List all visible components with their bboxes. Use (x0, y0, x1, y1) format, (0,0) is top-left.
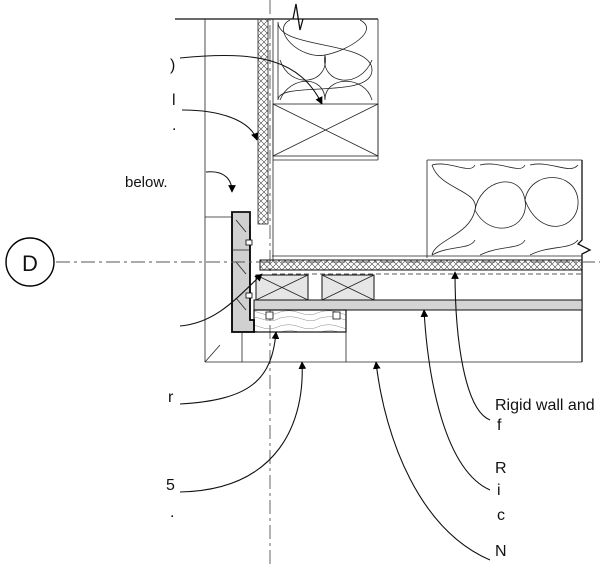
rigid-insulation-floor (259, 259, 583, 271)
leader-9 (451, 271, 491, 421)
note-right-2c: c (497, 507, 505, 524)
note-left-3: . (172, 117, 176, 134)
leader-2 (181, 109, 259, 141)
note-left-6: . (170, 504, 174, 521)
floor-insulation-batt-icon (426, 159, 582, 258)
note-left-5: 5 (166, 477, 175, 494)
leader-3 (205, 171, 236, 193)
leader-5 (179, 331, 280, 405)
leader-4 (179, 273, 263, 327)
grid-bubble-icon (5, 237, 55, 287)
note-left-4: r (168, 389, 174, 406)
break-line-icon (292, 3, 304, 31)
note-right-2: R (495, 460, 507, 477)
leader-6 (179, 361, 307, 493)
break-line-icon-right (576, 160, 592, 362)
note-right-1: Rigid wall and (495, 397, 595, 414)
note-right-3: N (495, 543, 507, 560)
note-left-1: ) (170, 57, 175, 74)
floor-panel (253, 299, 583, 311)
note-left-2: l (172, 92, 176, 109)
note-right-2b: i (497, 482, 501, 499)
leader-8 (420, 309, 491, 491)
rigid-insulation-vertical (257, 18, 269, 225)
note-below: below. (125, 174, 168, 191)
blocking-cross-icon (272, 103, 379, 157)
grid-bubble-label: D (22, 251, 38, 276)
l-block (231, 211, 255, 333)
leader-7 (372, 361, 491, 561)
insulation-batt-icon (277, 19, 373, 101)
leader-1 (179, 54, 323, 105)
note-right-1b: f (497, 417, 502, 434)
